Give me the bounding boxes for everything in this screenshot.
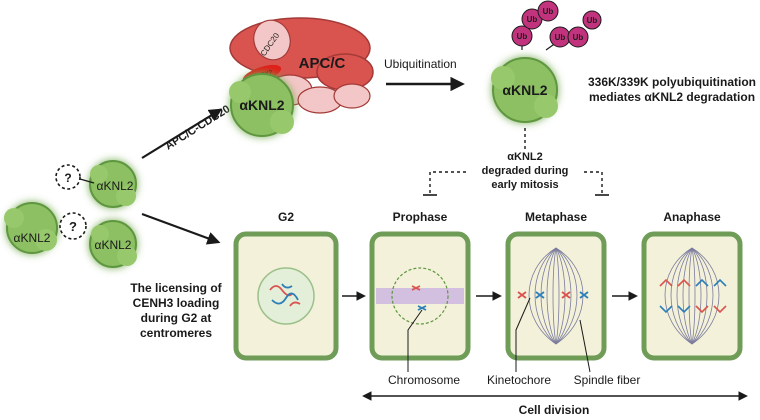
apc-label: APC/C (299, 55, 346, 72)
aknl2-blob-lower: αKNL2 (89, 220, 137, 268)
aknl2-label-ubiquitinated: αKNL2 (502, 82, 547, 98)
polyubiquitination-line1: 336K/339K polyubiquitination (588, 75, 756, 89)
unknown-partner-left: ? (59, 212, 87, 240)
ubiquitination-label: Ubiquitination (384, 57, 457, 71)
licensing-line1: The licensing of (130, 281, 222, 295)
aknl2-blob-ubiquitinated: αKNL2 (491, 57, 558, 123)
cell-g2 (233, 231, 339, 361)
callout-line-kinetochore (515, 297, 531, 372)
svg-text:Ub: Ub (543, 7, 554, 16)
aknl2-label-bound: αKNL2 (239, 97, 284, 113)
aknl2-blob-upper: αKNL2 (89, 160, 137, 208)
svg-text:Ub: Ub (527, 15, 538, 24)
cell-division-label: Cell division (519, 403, 590, 417)
ub-icon-3: Ub (537, 0, 559, 22)
ub-icon-6: Ub (582, 10, 602, 30)
svg-text:Ub: Ub (573, 33, 584, 42)
phase-label-metaphase: Metaphase (525, 210, 587, 224)
phase-label-g2: G2 (278, 210, 294, 224)
ub-icon-4: Ub (549, 26, 571, 48)
degradation-line1: αKNL2 (507, 151, 543, 163)
cell-metaphase (505, 231, 607, 361)
aknl2-blob-left: αKNL2 (4, 202, 58, 254)
degradation-line3: early mitosis (491, 179, 558, 191)
licensing-line3: during G2 at (141, 311, 212, 325)
callout-line-spindle (579, 319, 591, 373)
licensing-line2: CENH3 loading (133, 296, 220, 310)
svg-text:Ub: Ub (555, 33, 566, 42)
question-mark-left: ? (69, 219, 77, 234)
ub-icon-5: Ub (567, 26, 589, 48)
callout-kinetochore: Kinetochore (487, 373, 551, 387)
aknl2-blob-bound: αKNL2 (229, 73, 294, 137)
aknl2-label-left: αKNL2 (14, 231, 51, 245)
unknown-partner-upper: ? (55, 164, 95, 190)
degradation-connector (423, 128, 609, 196)
callout-spindle: Spindle fiber (574, 373, 641, 387)
arrow-to-g2 (141, 212, 221, 245)
cell-prophase (369, 231, 471, 361)
svg-text:Ub: Ub (517, 32, 528, 41)
callout-chromosome: Chromosome (388, 373, 460, 387)
degradation-line2: degraded during (482, 165, 569, 177)
callout-line-chromosome (407, 309, 423, 372)
pathway-label: APC/C-CDC20 (163, 103, 232, 152)
arrow-to-apc (141, 108, 223, 159)
licensing-line4: centromeres (140, 326, 212, 340)
cell-anaphase (641, 231, 743, 361)
polyubiquitination-line2: mediates αKNL2 degradation (589, 90, 755, 104)
phase-label-prophase: Prophase (393, 210, 448, 224)
question-mark-upper: ? (64, 171, 71, 185)
phase-label-anaphase: Anaphase (663, 210, 721, 224)
ub-chain: Ub Ub Ub Ub Ub Ub (511, 0, 602, 51)
aknl2-label-upper: αKNL2 (97, 179, 134, 193)
ub-icon-1: Ub (511, 25, 533, 47)
svg-text:Ub: Ub (587, 16, 598, 25)
aknl2-label-lower: αKNL2 (95, 238, 132, 252)
